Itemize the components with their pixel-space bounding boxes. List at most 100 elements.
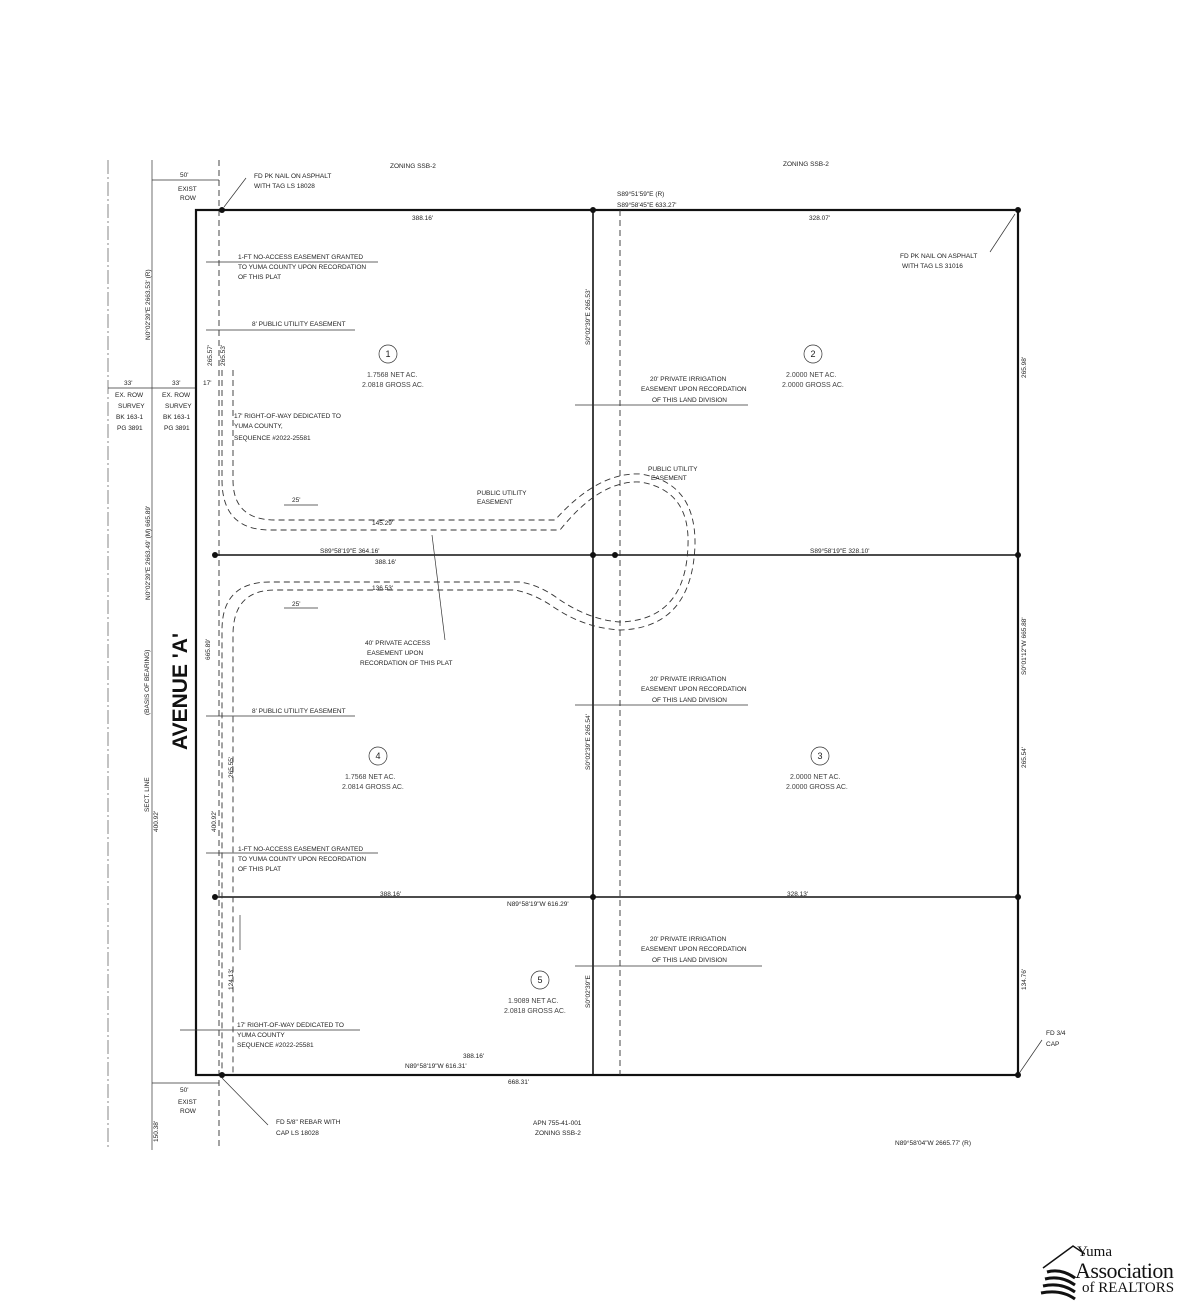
apn-2: ZONING SSB-2 bbox=[535, 1130, 581, 1137]
center-dim-top: S0°02'39"E 265.53' bbox=[584, 289, 592, 345]
ex-row-1-d: PG 3891 bbox=[117, 425, 143, 432]
right-dim-top: 265.98' bbox=[1021, 357, 1028, 378]
dim-25-top: 25' bbox=[292, 497, 300, 504]
pue-small-1a: PUBLIC UTILITY bbox=[477, 490, 527, 497]
lot-4-gross: 2.0814 GROSS AC. bbox=[342, 784, 404, 791]
lot-2-net: 2.0000 NET AC. bbox=[786, 372, 837, 379]
access-easement-a: 40' PRIVATE ACCESS bbox=[365, 640, 431, 647]
parcel-boundary bbox=[194, 208, 1020, 1077]
exist-row-top-dim-text: 50' bbox=[180, 172, 188, 179]
lot-1-number: 1 bbox=[385, 349, 390, 359]
lot-left-dim-6: 265.53' bbox=[220, 345, 227, 366]
south-inner-left: 388.16' bbox=[380, 891, 401, 898]
ex-row-2-c: BK 163-1 bbox=[163, 414, 190, 421]
lot-2-marker: 2 bbox=[803, 344, 823, 364]
no-access-top-2: TO YUMA COUNTY UPON RECORDATION bbox=[238, 264, 366, 271]
exist-row-bottom-row: ROW bbox=[180, 1108, 197, 1115]
leader-nail-ne bbox=[989, 213, 1016, 253]
row-dedicated-bottom-1: 17' RIGHT-OF-WAY DEDICATED TO bbox=[237, 1022, 344, 1029]
leader-access-easement bbox=[431, 534, 446, 641]
house-logo-icon bbox=[1040, 1245, 1085, 1301]
rebar-1: FD 5/8" REBAR WITH bbox=[276, 1119, 341, 1126]
lot-2-number: 2 bbox=[810, 349, 815, 359]
no-access-bottom-3: OF THIS PLAT bbox=[238, 866, 281, 873]
left-dim-150: 150.38' bbox=[153, 1121, 160, 1142]
north-dim-lot2: 328.07' bbox=[809, 215, 830, 222]
pue-small-1b: EASEMENT bbox=[477, 499, 513, 506]
nail-nw-1: FD PK NAIL ON ASPHALT bbox=[254, 173, 331, 180]
access-easement-inner bbox=[232, 370, 696, 1075]
basis-of-bearing: (BASIS OF BEARING) bbox=[144, 650, 151, 715]
south-bearing: N89°58'19"W 616.31' bbox=[405, 1062, 467, 1070]
lot-3-number: 3 bbox=[817, 751, 822, 761]
dim-17: 17' bbox=[203, 380, 211, 387]
south-inner-bearing: N89°58'19"W 616.29' bbox=[507, 900, 569, 908]
lot-1-marker: 1 bbox=[378, 344, 398, 364]
lot-5-gross: 2.0818 GROSS AC. bbox=[504, 1008, 566, 1015]
irrigation-3-c: OF THIS LAND DIVISION bbox=[652, 957, 727, 964]
north-bearing-measured: S89°58'45"E 633.27' bbox=[617, 201, 676, 209]
irrigation-2-a: 20' PRIVATE IRRIGATION bbox=[650, 676, 727, 683]
left-dim-top: N0°02'39"E 2663.53' (R) bbox=[144, 269, 152, 340]
ex-row-2-b: SURVEY bbox=[165, 403, 192, 410]
zoning-top-right: ZONING SSB-2 bbox=[783, 161, 829, 168]
ex-row-2-a: EX. ROW bbox=[162, 392, 191, 399]
pue-small-2a: PUBLIC UTILITY bbox=[648, 466, 698, 473]
ex-row-1-a: EX. ROW bbox=[115, 392, 144, 399]
north-dim-lot1: 388.16' bbox=[412, 215, 433, 222]
irrigation-3-b: EASEMENT UPON RECORDATION bbox=[641, 946, 747, 953]
row-dedicated-bottom-3: SEQUENCE #2022-25581 bbox=[237, 1042, 314, 1049]
exist-row-bottom-label: EXIST bbox=[178, 1099, 197, 1106]
logo-line3: of REALTORS bbox=[1082, 1280, 1175, 1296]
access-easement-c: RECORDATION OF THIS PLAT bbox=[360, 660, 452, 667]
sect-line: SECT. LINE bbox=[144, 777, 151, 812]
leader-rebar bbox=[221, 1077, 269, 1126]
no-access-bottom-2: TO YUMA COUNTY UPON RECORDATION bbox=[238, 856, 366, 863]
bottom-right-bearing: N89°58'04"W 2665.77' (R) bbox=[895, 1139, 971, 1147]
irrigation-3-a: 20' PRIVATE IRRIGATION bbox=[650, 936, 727, 943]
lot-left-dim-5: 124.13' bbox=[228, 969, 235, 990]
lot-left-dim-3: 265.55' bbox=[228, 757, 235, 778]
south-total: 668.31' bbox=[508, 1079, 529, 1086]
cap-2: CAP bbox=[1046, 1041, 1059, 1048]
right-dim-lower: 265.54' bbox=[1021, 747, 1028, 768]
south-dim: 388.16' bbox=[463, 1053, 484, 1060]
irrigation-2-c: OF THIS LAND DIVISION bbox=[652, 697, 727, 704]
irrigation-1-a: 20' PRIVATE IRRIGATION bbox=[650, 376, 727, 383]
lot-left-dim-1: 265.57' bbox=[207, 345, 214, 366]
row-dedicated-top-2: YUMA COUNTY, bbox=[234, 423, 283, 430]
south-inner-right: 328.13' bbox=[787, 891, 808, 898]
road-name: AVENUE 'A' bbox=[169, 633, 192, 750]
irrigation-2-b: EASEMENT UPON RECORDATION bbox=[641, 686, 747, 693]
row-dedicated-bottom-2: YUMA COUNTY bbox=[237, 1032, 285, 1039]
nail-ne-1: FD PK NAIL ON ASPHALT bbox=[900, 253, 977, 260]
access-easement-north bbox=[221, 370, 689, 1075]
nail-nw-2: WITH TAG LS 18028 bbox=[254, 183, 315, 190]
left-dim-mid: N0°02'39"E 2663.49' (M) 665.89' bbox=[144, 506, 152, 600]
pue-small-2b: EASEMENT bbox=[651, 475, 687, 482]
lot-3-marker: 3 bbox=[810, 746, 830, 766]
rebar-2: CAP LS 18028 bbox=[276, 1130, 319, 1137]
logo-line1: Yuma bbox=[1077, 1244, 1112, 1260]
lot-4-number: 4 bbox=[375, 751, 380, 761]
exist-row-top-row: ROW bbox=[180, 195, 197, 202]
ex-row-2-d: PG 3891 bbox=[164, 425, 190, 432]
cap-1: FD 3/4 bbox=[1046, 1030, 1066, 1037]
mid-bearing-right: S89°58'19"E 328.10' bbox=[810, 547, 869, 555]
no-access-bottom-1: 1-FT NO-ACCESS EASEMENT GRANTED bbox=[238, 846, 363, 853]
north-bearing-record: S89°51'59"E (R) bbox=[617, 190, 664, 198]
row-dedicated-top-3: SEQUENCE #2022-25581 bbox=[234, 435, 311, 442]
irrigation-1-c: OF THIS LAND DIVISION bbox=[652, 397, 727, 404]
apn-1: APN 755-41-001 bbox=[533, 1120, 582, 1127]
leader-cap bbox=[1017, 1039, 1043, 1076]
right-dim-mid: S0°01'12"W 665.88' bbox=[1020, 617, 1028, 675]
ex-row-2-dim: 33' bbox=[172, 380, 180, 387]
pue-top: 8' PUBLIC UTILITY EASEMENT bbox=[252, 321, 346, 328]
nail-ne-2: WITH TAG LS 31016 bbox=[902, 263, 963, 270]
ex-row-1-dim: 33' bbox=[124, 380, 132, 387]
mid-dim-left: 388.16' bbox=[375, 559, 396, 566]
lot-5-number: 5 bbox=[537, 975, 542, 985]
monuments bbox=[212, 207, 1021, 1078]
lot-2-gross: 2.0000 GROSS AC. bbox=[782, 382, 844, 389]
